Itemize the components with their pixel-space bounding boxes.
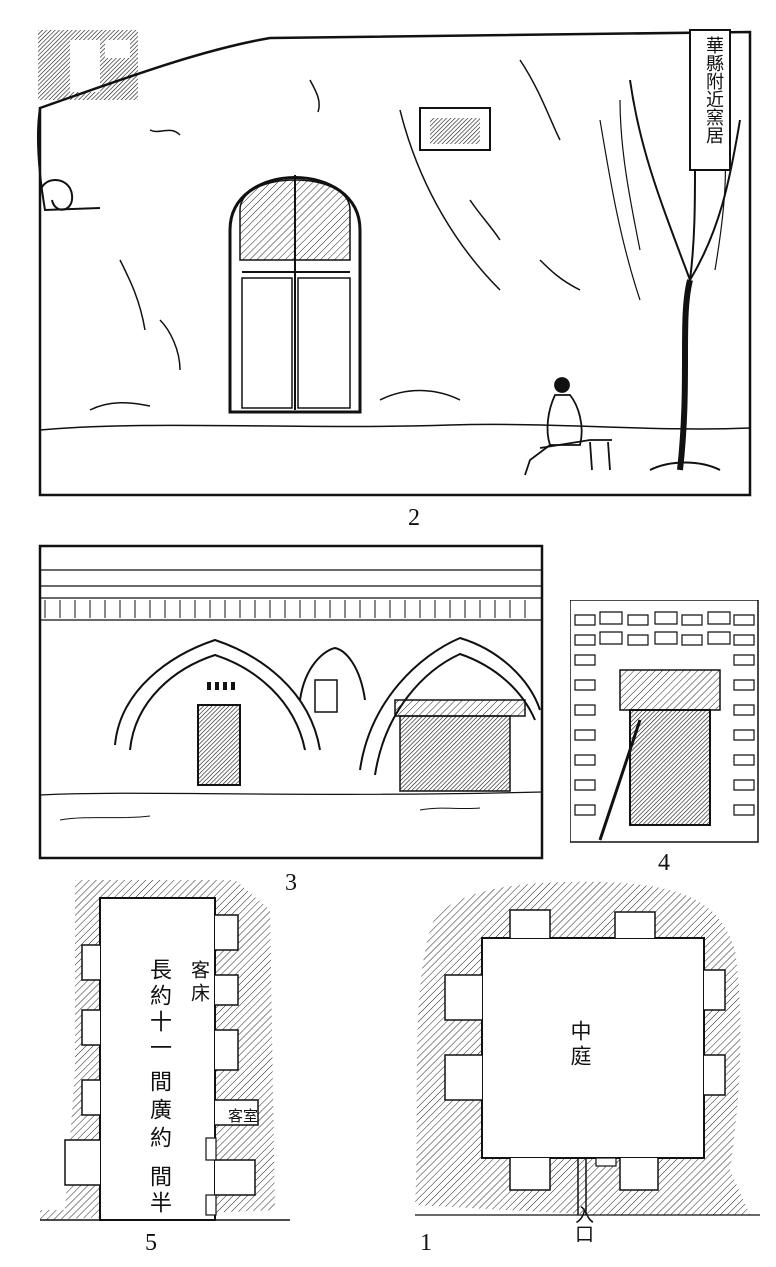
stone-door bbox=[629, 709, 711, 826]
label-guest-room: 客室 bbox=[228, 1107, 259, 1125]
figure-2-number: 2 bbox=[408, 505, 420, 531]
dimension-note-line-2: 間廣約 bbox=[146, 1070, 171, 1154]
dimension-note-line-1: 長約十一 bbox=[146, 958, 171, 1062]
label-guest-bed: 客床 bbox=[188, 960, 210, 1006]
figure-5-plan bbox=[40, 880, 290, 1221]
figure-3-number: 3 bbox=[285, 870, 297, 896]
figure-4-number: 4 bbox=[658, 850, 670, 876]
figure-2-cave-dwelling: 華縣附近窯居 2 bbox=[0, 0, 776, 540]
upper-window bbox=[419, 107, 491, 151]
figure-5-number: 5 bbox=[145, 1230, 157, 1256]
dimension-note-line-3: 間半 bbox=[146, 1165, 171, 1217]
small-arch-window bbox=[314, 679, 338, 713]
courtyard bbox=[481, 937, 705, 1159]
left-cave-door bbox=[197, 704, 241, 786]
figure-1-courtyard-plan: 中庭 入口 1 bbox=[400, 870, 776, 1267]
figure-4-stone-doorway: 4 bbox=[570, 600, 760, 880]
figure-1-number: 1 bbox=[420, 1230, 432, 1256]
corner-mark-icon bbox=[38, 30, 138, 100]
figure-4-sketch bbox=[570, 600, 759, 843]
arched-door bbox=[228, 175, 362, 414]
label-courtyard: 中庭 bbox=[568, 1020, 592, 1070]
figure-2-sketch bbox=[36, 29, 752, 497]
label-entrance: 入口 bbox=[572, 1205, 594, 1243]
right-cave-entrance bbox=[394, 699, 526, 792]
main-hall bbox=[99, 897, 216, 1221]
figure-5-linear-plan: 長約十一 間廣約 間半 客床 客室 5 bbox=[0, 870, 300, 1267]
signboard-text: 華縣附近窯居 bbox=[703, 36, 724, 144]
signboard-frame bbox=[689, 29, 731, 171]
figure-3-arched-caves: 3 bbox=[0, 540, 776, 896]
door-hinges bbox=[205, 1137, 217, 1216]
seated-figure bbox=[524, 377, 612, 476]
figure-3-sketch bbox=[38, 544, 544, 860]
figure-1-plan bbox=[415, 881, 760, 1216]
